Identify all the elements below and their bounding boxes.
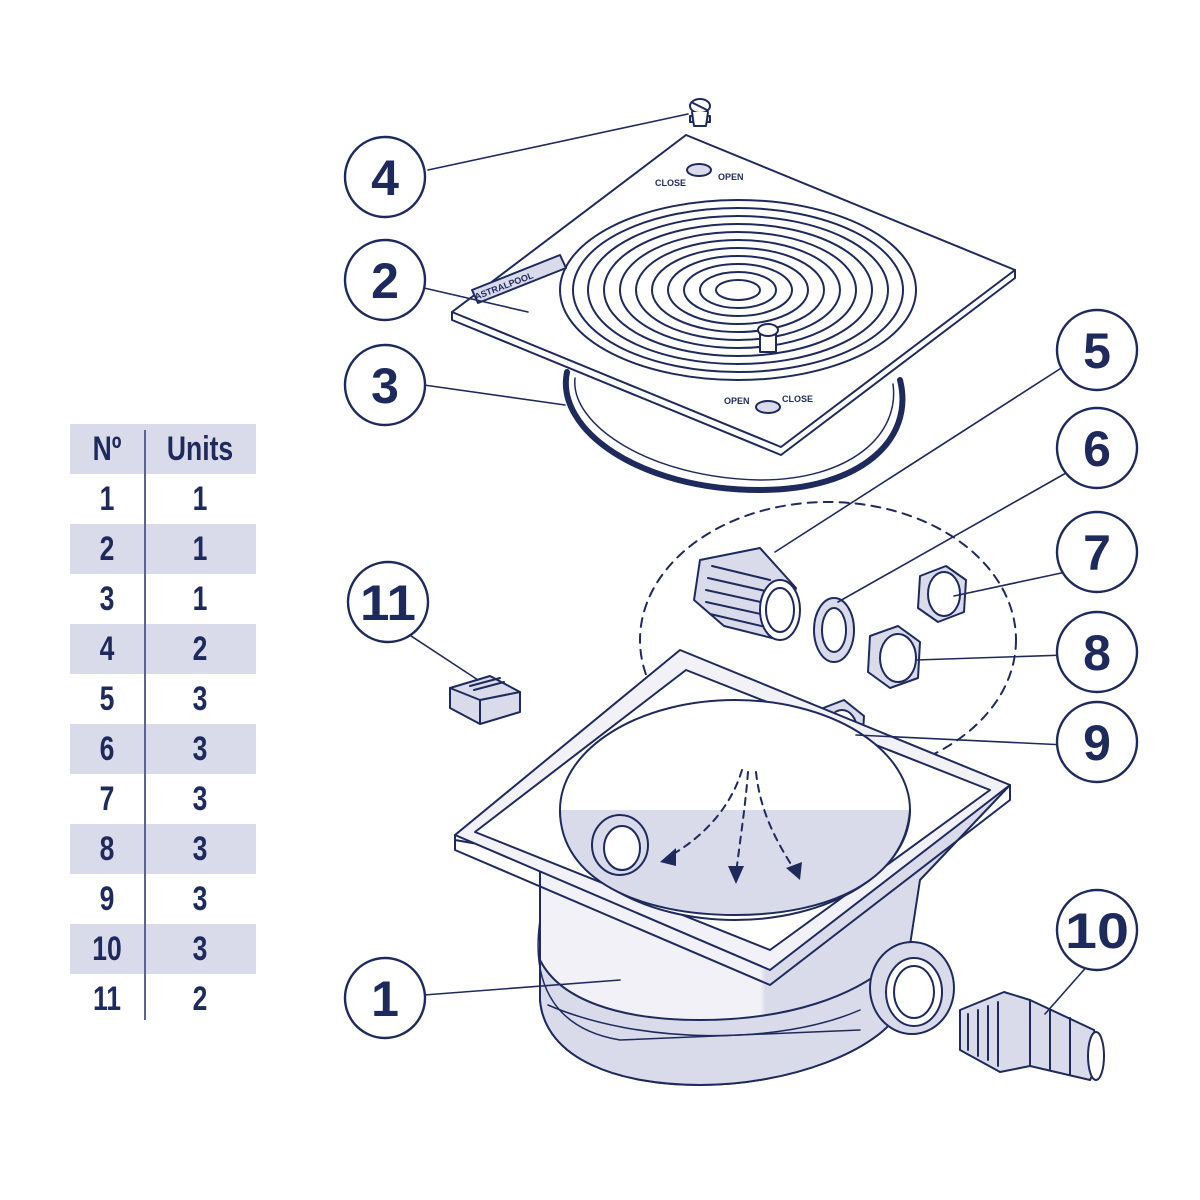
flow-arrow-head-left — [660, 848, 676, 866]
row-no: 5 — [99, 680, 115, 718]
callout-circles — [343, 135, 1139, 1040]
row-no: 1 — [99, 480, 115, 518]
table-row: 8 3 — [70, 824, 256, 874]
table-row: 5 3 — [70, 674, 256, 724]
washer-part-6 — [813, 597, 855, 663]
nut-part-7 — [917, 565, 967, 623]
row-units: 2 — [192, 980, 208, 1018]
row-units: 3 — [192, 680, 208, 718]
callout-label-8: 8 — [1083, 625, 1111, 681]
callout-label-6: 6 — [1083, 421, 1111, 477]
callout-circle-11 — [346, 560, 430, 644]
table-row: 9 3 — [70, 874, 256, 924]
skimmer-body-part-1 — [454, 649, 1011, 1086]
callout-label-3: 3 — [371, 358, 399, 414]
callout-circle-3 — [343, 343, 427, 427]
header-no: Nº — [92, 430, 122, 468]
table-row: 2 1 — [70, 524, 256, 574]
row-units: 3 — [192, 880, 208, 918]
table-row: 3 1 — [70, 574, 256, 624]
callout-label-10: 10 — [1065, 903, 1129, 959]
callout-circle-7 — [1055, 510, 1139, 594]
row-no: 8 — [99, 830, 115, 868]
callout-circle-5 — [1055, 308, 1139, 392]
row-units: 3 — [192, 830, 208, 868]
table-header-row: Nº Units — [70, 424, 256, 474]
gasket-part-3 — [562, 369, 906, 493]
callout-label-7: 7 — [1083, 525, 1111, 581]
table-row: 4 2 — [70, 624, 256, 674]
row-no: 3 — [99, 580, 115, 618]
row-no: 4 — [99, 630, 115, 668]
table-column-divider — [144, 430, 146, 1020]
row-no: 11 — [92, 980, 122, 1018]
callout-label-5: 5 — [1083, 323, 1111, 379]
threaded-adaptor-part-5 — [693, 547, 801, 641]
lid-close-bottom: CLOSE — [782, 394, 813, 404]
table-row: 7 3 — [70, 774, 256, 824]
row-units: 1 — [192, 480, 208, 518]
callout-circle-8 — [1055, 610, 1139, 694]
row-units: 3 — [192, 730, 208, 768]
callout-leaders — [404, 113, 1098, 1015]
header-units: Units — [166, 430, 234, 468]
row-units: 3 — [192, 780, 208, 818]
callout-label-4: 4 — [371, 150, 399, 206]
flow-arrow-head-middle — [728, 866, 744, 884]
connector-part-11 — [449, 675, 521, 725]
parts-table: Nº Units 1 1 2 1 3 1 4 2 5 3 6 3 7 3 8 3… — [70, 424, 256, 1024]
callout-circle-9 — [1055, 700, 1139, 784]
table-row: 10 3 — [70, 924, 256, 974]
table-row: 6 3 — [70, 724, 256, 774]
cover-plate-part-2 — [451, 134, 1016, 456]
nut-part-8 — [867, 625, 921, 689]
lid-close-top: CLOSE — [655, 178, 686, 188]
table-row: 1 1 — [70, 474, 256, 524]
flow-arrow-head-right — [786, 862, 802, 880]
table-row: 11 2 — [70, 974, 256, 1024]
screw-part-4 — [689, 98, 711, 127]
callout-label-1: 1 — [371, 971, 399, 1027]
callout-circle-1 — [343, 956, 427, 1040]
row-units: 1 — [192, 580, 208, 618]
row-no: 7 — [99, 780, 115, 818]
callout-label-2: 2 — [371, 253, 399, 309]
row-no: 6 — [99, 730, 115, 768]
callout-label-9: 9 — [1083, 715, 1111, 771]
callout-circle-4 — [343, 135, 427, 219]
row-no: 2 — [99, 530, 115, 568]
callout-circle-6 — [1055, 406, 1139, 490]
hose-tail-part-10 — [959, 991, 1105, 1081]
row-no: 10 — [92, 930, 122, 968]
flow-arrows — [665, 769, 797, 875]
callout-label-11: 11 — [360, 575, 416, 631]
lid-open-top: OPEN — [718, 172, 744, 182]
callout-circle-10 — [1055, 888, 1139, 972]
row-units: 3 — [192, 930, 208, 968]
row-units: 1 — [192, 530, 208, 568]
callout-circle-2 — [343, 238, 427, 322]
row-units: 2 — [192, 630, 208, 668]
row-no: 9 — [99, 880, 115, 918]
lid-open-bottom: OPEN — [724, 396, 750, 406]
